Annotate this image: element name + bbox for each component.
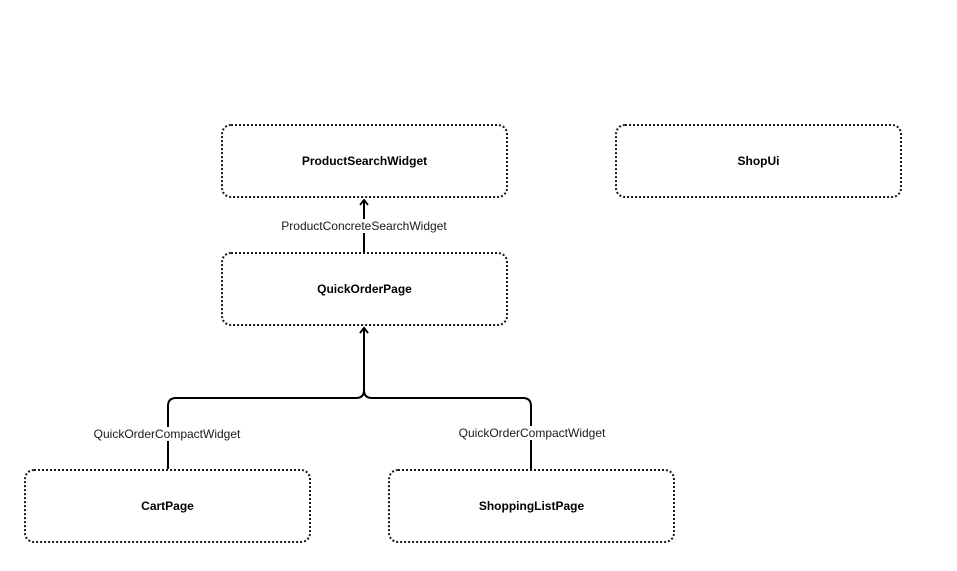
node-shop-ui[interactable]: ShopUi: [615, 124, 902, 198]
edge-label-cart-quick-order-compact-widget: QuickOrderCompactWidget: [92, 427, 242, 441]
node-label: ShoppingListPage: [478, 499, 585, 513]
node-shopping-list-page[interactable]: ShoppingListPage: [388, 469, 675, 543]
node-label: ProductSearchWidget: [301, 154, 428, 168]
edge-label-shopping-list-quick-order-compact-widget: QuickOrderCompactWidget: [457, 426, 607, 440]
node-label: QuickOrderPage: [317, 282, 412, 296]
node-quick-order-page[interactable]: QuickOrderPage: [221, 252, 508, 326]
node-cart-page[interactable]: CartPage: [24, 469, 311, 543]
edge-label-product-concrete-search-widget: ProductConcreteSearchWidget: [280, 219, 448, 233]
node-label: CartPage: [141, 499, 194, 513]
node-label: ShopUi: [737, 154, 780, 168]
node-product-search-widget[interactable]: ProductSearchWidget: [221, 124, 508, 198]
edge-shoppinglist-to-quickorder: [359, 326, 532, 469]
edge-cart-to-quickorder: [167, 326, 369, 469]
